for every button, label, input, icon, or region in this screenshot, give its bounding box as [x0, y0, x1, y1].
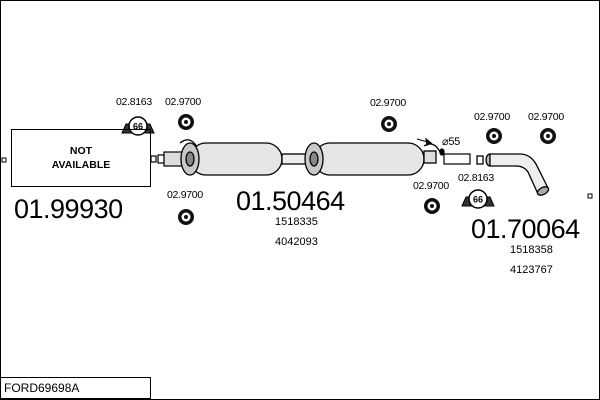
- edge-marker-right: [587, 193, 593, 199]
- clamp-icon-2: 66: [461, 189, 495, 209]
- hanger-code-4: 02.9700: [370, 97, 406, 109]
- hanger-code-2: 02.9700: [165, 96, 201, 108]
- hanger-code-7: 02.9700: [528, 111, 564, 123]
- rear-ref-1: 1518358: [510, 244, 553, 256]
- rubber-hanger-icon-3: [381, 116, 397, 132]
- rubber-hanger-icon-5: [486, 128, 502, 144]
- pipe-diameter-value: 55: [448, 136, 460, 148]
- part-number-middle: 01.50464: [236, 186, 345, 216]
- part-number-rear: 01.70064: [471, 214, 580, 244]
- clamp-icon-1: 66: [121, 116, 155, 136]
- model-code: FORD69698A: [4, 381, 80, 395]
- hanger-code-5: 02.9700: [413, 180, 449, 192]
- diameter-icon: ⌀: [442, 136, 449, 148]
- middle-ref-1: 1518335: [275, 216, 318, 228]
- middle-silencer: [179, 139, 445, 176]
- not-available-box: NOT AVAILABLE: [11, 129, 151, 187]
- model-code-box: FORD69698A: [0, 377, 151, 399]
- edge-marker-left: [1, 157, 7, 163]
- pipe-diameter-label: ⌀55: [442, 137, 460, 148]
- rubber-hanger-icon-2: [178, 209, 194, 225]
- hanger-code-6: 02.9700: [474, 111, 510, 123]
- rear-ref-2: 4123767: [510, 264, 553, 276]
- rubber-hanger-icon-4: [424, 198, 440, 214]
- rear-tailpipe: [476, 153, 550, 196]
- part-number-front: 01.99930: [14, 194, 123, 224]
- hanger-code-8: 02.8163: [458, 172, 494, 184]
- hanger-code-3: 02.9700: [167, 189, 203, 201]
- not-available-line1: NOT: [69, 144, 93, 157]
- not-available-line2: AVAILABLE: [51, 159, 111, 171]
- hanger-code-1: 02.8163: [116, 96, 152, 108]
- rubber-hanger-icon-1: [178, 114, 194, 130]
- clamp-badge-label: 66: [473, 195, 483, 205]
- clamp-badge-label: 66: [133, 122, 143, 132]
- rubber-hanger-icon-6: [540, 128, 556, 144]
- middle-ref-2: 4042093: [275, 236, 318, 248]
- connecting-pipe: [416, 137, 471, 165]
